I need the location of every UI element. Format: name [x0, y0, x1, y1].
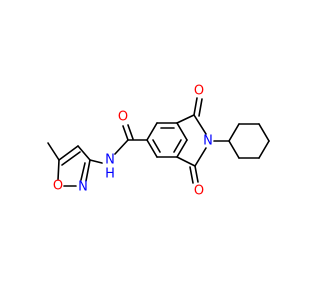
bond-c3-nh [89, 159, 103, 164]
amide-nitrogen-label: N [105, 153, 115, 168]
bond-ring-3 [176, 122, 188, 141]
bond-ring-4 [176, 139, 188, 158]
bond-chx-3 [258, 123, 270, 142]
isoxazole-nitrogen-label: N [78, 180, 88, 195]
bond-o-c5 [57, 159, 60, 181]
bond-n-lower-carbonyl [194, 147, 207, 167]
bond-lower-carbonyl-o [194, 165, 199, 183]
background [0, 0, 300, 300]
bond-carbonyl-o-double [127, 124, 134, 140]
bond-lower-carbonyl-o-double [189, 166, 194, 184]
atom-labels: O N N H O N O O [53, 84, 213, 199]
bonds [47, 97, 270, 187]
bond-upper-carbonyl-o [193, 97, 198, 116]
bond-c4-c3 [77, 145, 91, 161]
structure-diagram: O N N H O N O O [0, 0, 300, 300]
bond-nh-carbonyl [114, 139, 129, 155]
bond-chx-4 [258, 140, 270, 159]
amide-hydrogen-label: H [105, 167, 115, 182]
bond-c3-n [85, 159, 91, 182]
bond-ring-1 [146, 122, 158, 141]
bond-c5-c4-double [61, 151, 81, 166]
bond-chx-1 [228, 123, 240, 142]
bond-chx-6 [228, 140, 240, 159]
bond-upper-carbonyl-n [193, 114, 207, 135]
bond-carbonyl-o [122, 125, 129, 141]
imide-oxygen-bottom-label: O [194, 184, 204, 199]
bond-ring-inner-3 [152, 139, 161, 153]
bond-upper-carbonyl-o-double [198, 98, 203, 117]
bond-c5-c4 [58, 145, 79, 161]
imide-nitrogen-label: N [203, 134, 213, 149]
bond-c3-n-double [80, 162, 86, 181]
isoxazole-oxygen-label: O [53, 179, 63, 194]
bond-ring-to-upper-carbonyl [176, 114, 195, 124]
bond-ring-inner-2 [173, 139, 182, 153]
bond-lower-carbonyl-ring [176, 156, 196, 167]
amide-carbonyl-oxygen-label: O [118, 110, 128, 125]
imide-oxygen-top-label: O [194, 84, 204, 99]
molecule-drawing: O N N H O N O O [0, 0, 300, 300]
bond-methyl [47, 142, 60, 161]
bond-ring-6 [146, 139, 158, 158]
